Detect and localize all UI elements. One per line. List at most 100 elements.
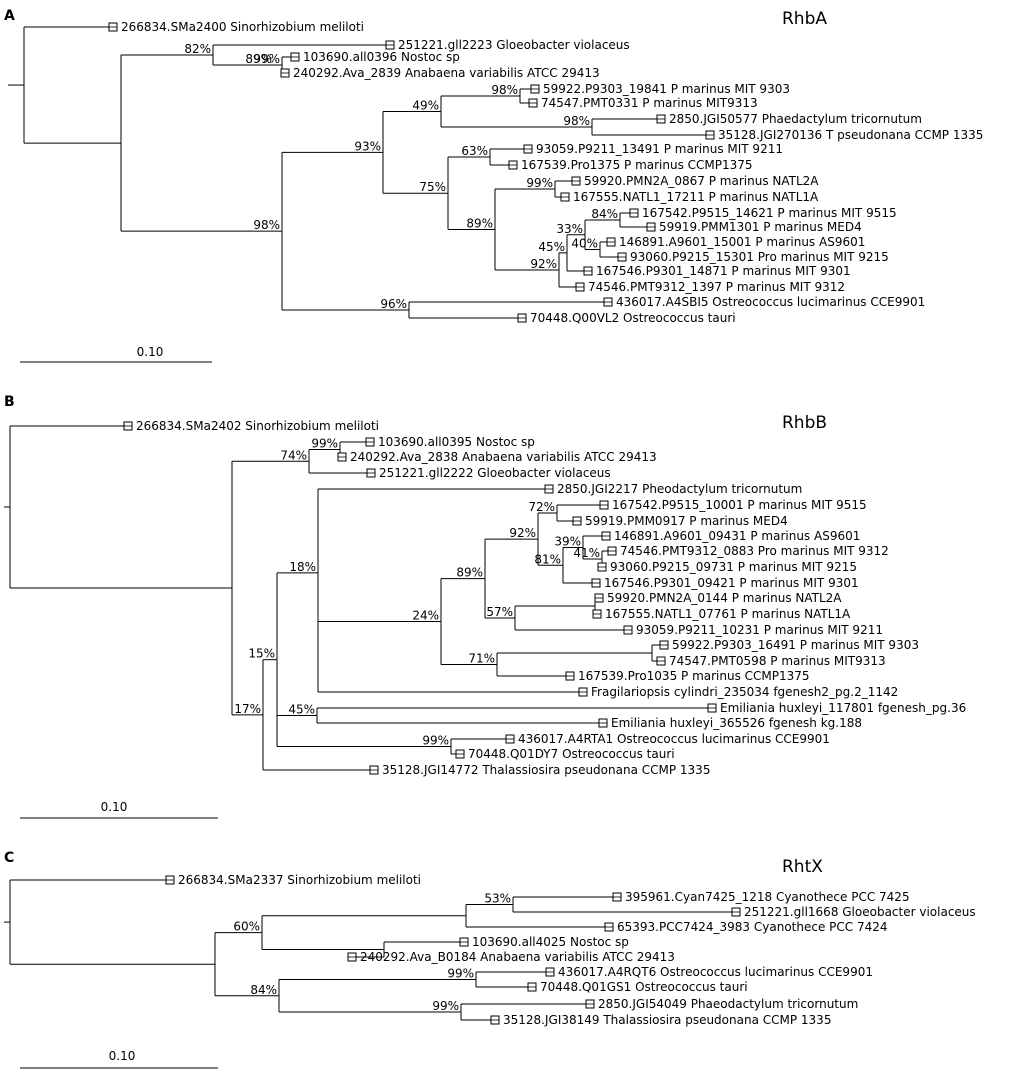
bootstrap-label: 92% <box>530 257 557 271</box>
panel-b-rhbb-tree: B RhbB 0.10 266834.SMa2402 Sinorhizobium… <box>4 394 966 819</box>
bootstrap-label: 33% <box>556 222 583 236</box>
bootstrap-label: 74% <box>280 448 307 462</box>
panel-b-title: RhbB <box>782 413 827 433</box>
panel-a-scale-label: 0.10 <box>137 345 164 359</box>
taxon-label: 93060.P9215_15301 Pro marinus MIT 9215 <box>630 250 889 264</box>
panel-b-scale-label: 0.10 <box>101 800 128 814</box>
bootstrap-label: 89% <box>466 216 493 230</box>
bootstrap-label: 99% <box>526 176 553 190</box>
bootstrap-label: 92% <box>509 526 536 540</box>
taxon-label: 146891.A9601_15001 P marinus AS9601 <box>619 235 865 249</box>
bootstrap-label: 99% <box>253 52 280 66</box>
bootstrap-label: 72% <box>528 500 555 514</box>
bootstrap-label: 24% <box>412 609 439 623</box>
bootstrap-label: 82% <box>184 42 211 56</box>
bootstrap-label: 45% <box>538 240 565 254</box>
bootstrap-label: 84% <box>591 207 618 221</box>
bootstrap-label: 75% <box>419 180 446 194</box>
bootstrap-label: 98% <box>563 114 590 128</box>
taxon-label: 167539.Pro1375 P marinus CCMP1375 <box>521 158 753 172</box>
bootstrap-label: 98% <box>491 83 518 97</box>
bootstrap-label: 81% <box>534 552 561 566</box>
panel-c-title: RhtX <box>782 857 823 877</box>
bootstrap-label: 99% <box>447 967 474 981</box>
bootstrap-label: 57% <box>486 605 513 619</box>
taxon-label: 74547.PMT0331 P marinus MIT9313 <box>541 96 758 110</box>
taxon-label: 2850.JGI2217 Pheodactylum tricornutum <box>557 482 802 496</box>
taxon-label: 59920.PMN2A_0144 P marinus NATL2A <box>607 591 842 605</box>
panel-a-rhba-tree: A RhbA 0.10 266834.SMa2400 Sinorhizobium… <box>4 8 983 363</box>
panel-b-letter: B <box>4 394 15 410</box>
bootstrap-label: 89% <box>245 52 272 66</box>
panel-c-scale-label: 0.10 <box>109 1049 136 1063</box>
taxon-label: 35128.JGI38149 Thalassiosira pseudonana … <box>503 1013 831 1027</box>
taxon-label: 59920.PMN2A_0867 P marinus NATL2A <box>584 174 819 188</box>
panel-a-title: RhbA <box>782 9 827 29</box>
taxon-label: 240292.Ava_2838 Anabaena variabilis ATCC… <box>350 450 657 464</box>
taxon-label: 436017.A4SBI5 Ostreococcus lucimarinus C… <box>616 295 925 309</box>
bootstrap-label: 89% <box>456 566 483 580</box>
bootstrap-label: 99% <box>311 437 338 451</box>
taxon-label: 395961.Cyan7425_1218 Cyanothece PCC 7425 <box>625 890 910 904</box>
panel-a-letter: A <box>4 8 15 24</box>
bootstrap-label: 84% <box>250 983 277 997</box>
taxon-label: 2850.JGI54049 Phaeodactylum tricornutum <box>598 997 858 1011</box>
taxon-label: 103690.all4025 Nostoc sp <box>472 935 629 949</box>
taxon-label: 167555.NATL1_07761 P marinus NATL1A <box>605 607 851 621</box>
taxon-label: 266834.SMa2400 Sinorhizobium meliloti <box>121 20 364 34</box>
bootstrap-label: 93% <box>354 139 381 153</box>
bootstrap-label: 45% <box>288 703 315 717</box>
bootstrap-label: 18% <box>289 560 316 574</box>
bootstrap-label: 63% <box>461 144 488 158</box>
bootstrap-label: 17% <box>234 702 261 716</box>
taxon-label: 167555.NATL1_17211 P marinus NATL1A <box>573 190 819 204</box>
taxon-label: 93059.P9211_10231 P marinus MIT 9211 <box>636 623 883 637</box>
taxon-label: 167542.P9515_14621 P marinus MIT 9515 <box>642 206 897 220</box>
taxon-label: 74546.PMT9312_0883 Pro marinus MIT 9312 <box>620 544 889 558</box>
bootstrap-label: 99% <box>432 999 459 1013</box>
taxon-label: 2850.JGI50577 Phaedactylum tricornutum <box>669 112 922 126</box>
taxon-label: 59922.P9303_16491 P marinus MIT 9303 <box>672 638 919 652</box>
taxon-label: 74546.PMT9312_1397 P marinus MIT 9312 <box>588 280 845 294</box>
bootstrap-label: 60% <box>233 920 260 934</box>
taxon-label: 70448.Q00VL2 Ostreococcus tauri <box>530 311 736 325</box>
taxon-label: 146891.A9601_09431 P marinus AS9601 <box>614 529 860 543</box>
taxon-label: 436017.A4RQT6 Ostreococcus lucimarinus C… <box>558 965 873 979</box>
taxon-label: 35128.JGI270136 T pseudonana CCMP 1335 <box>718 128 983 142</box>
bootstrap-label: 96% <box>380 297 407 311</box>
bootstrap-label: 98% <box>253 218 280 232</box>
bootstrap-label: 41% <box>573 546 600 560</box>
taxon-label: 167546.P9301_14871 P marinus MIT 9301 <box>596 264 851 278</box>
panel-c-letter: C <box>4 850 14 866</box>
taxon-label: 59919.PMM0917 P marinus MED4 <box>585 514 788 528</box>
bootstrap-label: 39% <box>554 535 581 549</box>
taxon-label: 167542.P9515_10001 P marinus MIT 9515 <box>612 498 867 512</box>
taxon-label: Emiliania huxleyi_365526 fgenesh kg.188 <box>611 716 862 730</box>
taxon-label: 70448.Q01DY7 Ostreococcus tauri <box>468 747 675 761</box>
taxon-label: 59919.PMM1301 P marinus MED4 <box>659 220 862 234</box>
taxon-label: 103690.all0396 Nostoc sp <box>303 50 460 64</box>
bootstrap-label: 53% <box>484 892 511 906</box>
bootstrap-label: 99% <box>422 734 449 748</box>
bootstrap-label: 49% <box>412 99 439 113</box>
taxon-label: 103690.all0395 Nostoc sp <box>378 435 535 449</box>
taxon-label: 436017.A4RTA1 Ostreococcus lucimarinus C… <box>518 732 830 746</box>
bootstrap-label: 71% <box>468 652 495 666</box>
taxon-label: 251221.gll1668 Gloeobacter violaceus <box>744 905 976 919</box>
taxon-label: 266834.SMa2402 Sinorhizobium meliloti <box>136 419 379 433</box>
taxon-label: 35128.JGI14772 Thalassiosira pseudonana … <box>382 763 710 777</box>
taxon-label: 59922.P9303_19841 P marinus MIT 9303 <box>543 82 790 96</box>
bootstrap-label: 15% <box>248 647 275 661</box>
taxon-label: Fragilariopsis cylindri_235034 fgenesh2_… <box>591 685 898 699</box>
taxon-label: Emiliania huxleyi_117801 fgenesh_pg.36 <box>720 701 966 715</box>
bootstrap-label: 40% <box>571 237 598 251</box>
taxon-label: 93059.P9211_13491 P marinus MIT 9211 <box>536 142 783 156</box>
taxon-label: 65393.PCC7424_3983 Cyanothece PCC 7424 <box>617 920 888 934</box>
taxon-label: 167546.P9301_09421 P marinus MIT 9301 <box>604 576 859 590</box>
taxon-label: 240292.Ava_2839 Anabaena variabilis ATCC… <box>293 66 600 80</box>
taxon-label: 266834.SMa2337 Sinorhizobium meliloti <box>178 873 421 887</box>
taxon-label: 251221.gll2223 Gloeobacter violaceus <box>398 38 630 52</box>
taxon-label: 74547.PMT0598 P marinus MIT9313 <box>669 654 886 668</box>
taxon-label: 70448.Q01GS1 Ostreococcus tauri <box>540 980 748 994</box>
